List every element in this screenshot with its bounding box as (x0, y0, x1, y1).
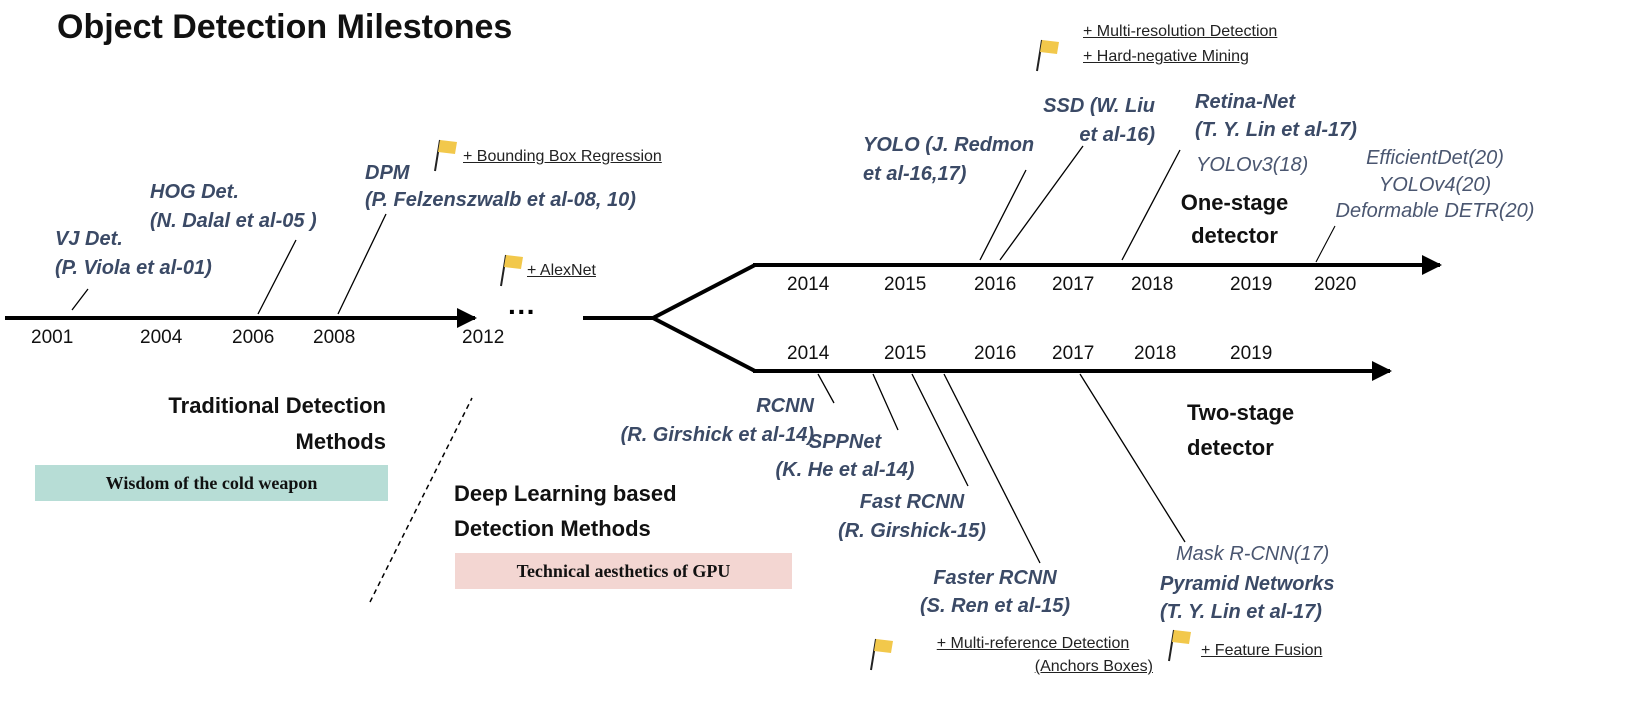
leader-fast (911, 373, 969, 487)
bbox-regression-note: + Bounding Box Regression (463, 148, 662, 165)
faster-rcnn-line2: (S. Ren et al-15) (919, 595, 1071, 617)
retina-line1: Retina-Net (1195, 91, 1296, 113)
anchor-flag-icon (870, 638, 893, 671)
one-stage-year-2016: 2016 (974, 274, 1017, 295)
vj-det-name: VJ Det. (55, 228, 123, 250)
hard-negative-note: + Hard-negative Mining (1083, 48, 1249, 65)
one-stage-year-2018: 2018 (1131, 274, 1174, 295)
era-separator (369, 397, 473, 603)
fast-rcnn-line1: Fast RCNN (859, 491, 965, 513)
year-2008: 2008 (313, 327, 356, 348)
two-stage-label-line1: Two-stage (1187, 400, 1295, 425)
sppnet-line1: SPPNet (808, 431, 882, 453)
deep-section-title-line1: Deep Learning based (454, 481, 677, 506)
rcnn-line1: RCNN (756, 395, 814, 417)
traditional-banner: Wisdom of the cold weapon (35, 465, 388, 501)
leader-hog (257, 239, 297, 315)
leader-retina (1121, 149, 1181, 261)
efficientdet: EfficientDet(20) (1366, 147, 1504, 169)
sppnet-line2: (K. He et al-14) (775, 459, 915, 481)
bbox-flag-icon (434, 139, 457, 172)
leader-faster (943, 373, 1041, 564)
yolo-line2: et al-16,17) (863, 163, 967, 185)
alexnet-flag-icon (500, 254, 523, 287)
rcnn-line2: (R. Girshick et al-14) (620, 424, 814, 446)
leader-mask (1079, 373, 1186, 543)
anchor-boxes-note: (Anchors Boxes) (1034, 658, 1153, 675)
fast-rcnn-line2: (R. Girshick-15) (838, 520, 986, 542)
deep-banner: Technical aesthetics of GPU (455, 553, 792, 589)
dpm-author: (P. Felzenszwalb et al-08, 10) (365, 189, 636, 211)
year-2001: 2001 (31, 327, 74, 348)
vj-det-author: (P. Viola et al-01) (55, 257, 212, 279)
one-stage-label-line1: One-stage (1180, 190, 1289, 215)
year-2006: 2006 (232, 327, 275, 348)
one-stage-label-line2: detector (1191, 223, 1278, 248)
two-stage-year-2017: 2017 (1052, 343, 1095, 364)
leader-recent (1315, 225, 1336, 263)
two-stage-label-line2: detector (1187, 435, 1274, 460)
one-stage-year-2017: 2017 (1052, 274, 1095, 295)
hog-det-name: HOG Det. (150, 181, 239, 203)
two-stage-year-2019: 2019 (1230, 343, 1273, 364)
leader-rcnn (817, 373, 835, 404)
yolov3: YOLOv3(18) (1196, 154, 1309, 176)
multi-resolution-note: + Multi-resolution Detection (1083, 23, 1278, 40)
leader-ssd (999, 145, 1084, 261)
one-stage-year-2019: 2019 (1230, 274, 1273, 295)
feature-fusion-note: + Feature Fusion (1201, 642, 1323, 659)
leader-sppnet (872, 373, 899, 431)
multi-reference-note: + Multi-reference Detection (936, 635, 1130, 652)
dpm-name: DPM (365, 162, 410, 184)
two-stage-year-2018: 2018 (1134, 343, 1177, 364)
one-stage-year-2015: 2015 (884, 274, 927, 295)
traditional-section-title-line1: Traditional Detection (168, 393, 386, 418)
traditional-section-title-line2: Methods (295, 429, 386, 454)
ellipsis: ··· (508, 296, 536, 327)
leader-vj (71, 288, 89, 311)
branch-lower (652, 316, 756, 373)
two-stage-year-2014: 2014 (787, 343, 830, 364)
fpn-line2: (T. Y. Lin et al-17) (1160, 601, 1322, 623)
fpn-line1: Pyramid Networks (1160, 573, 1335, 595)
hog-det-author: (N. Dalal et al-05 ) (150, 210, 317, 232)
leader-yolo (979, 169, 1027, 261)
ssd-line2: et al-16) (1079, 124, 1155, 146)
fusion-flag-icon (1168, 629, 1191, 662)
mask-rcnn: Mask R-CNN(17) (1176, 543, 1330, 565)
two-stage-year-2015: 2015 (884, 343, 927, 364)
one-stage-year-2014: 2014 (787, 274, 830, 295)
deformable-detr: Deformable DETR(20) (1335, 200, 1535, 222)
two-stage-year-2016: 2016 (974, 343, 1017, 364)
retina-line2: (T. Y. Lin et al-17) (1195, 119, 1357, 141)
one-stage-year-2020: 2020 (1314, 274, 1357, 295)
year-2012: 2012 (462, 327, 505, 348)
branch-upper (652, 263, 756, 320)
faster-rcnn-line1: Faster RCNN (933, 567, 1057, 589)
leader-dpm (337, 213, 387, 315)
yolov4: YOLOv4(20) (1378, 174, 1492, 196)
deep-section-title-line2: Detection Methods (454, 516, 651, 541)
year-2004: 2004 (140, 327, 183, 348)
multires-flag-icon (1036, 39, 1059, 72)
yolo-line1: YOLO (J. Redmon (863, 134, 1035, 156)
ssd-line1: SSD (W. Liu (1043, 95, 1155, 117)
alexnet-note: + AlexNet (527, 262, 596, 279)
page-title: Object Detection Milestones (57, 8, 513, 46)
